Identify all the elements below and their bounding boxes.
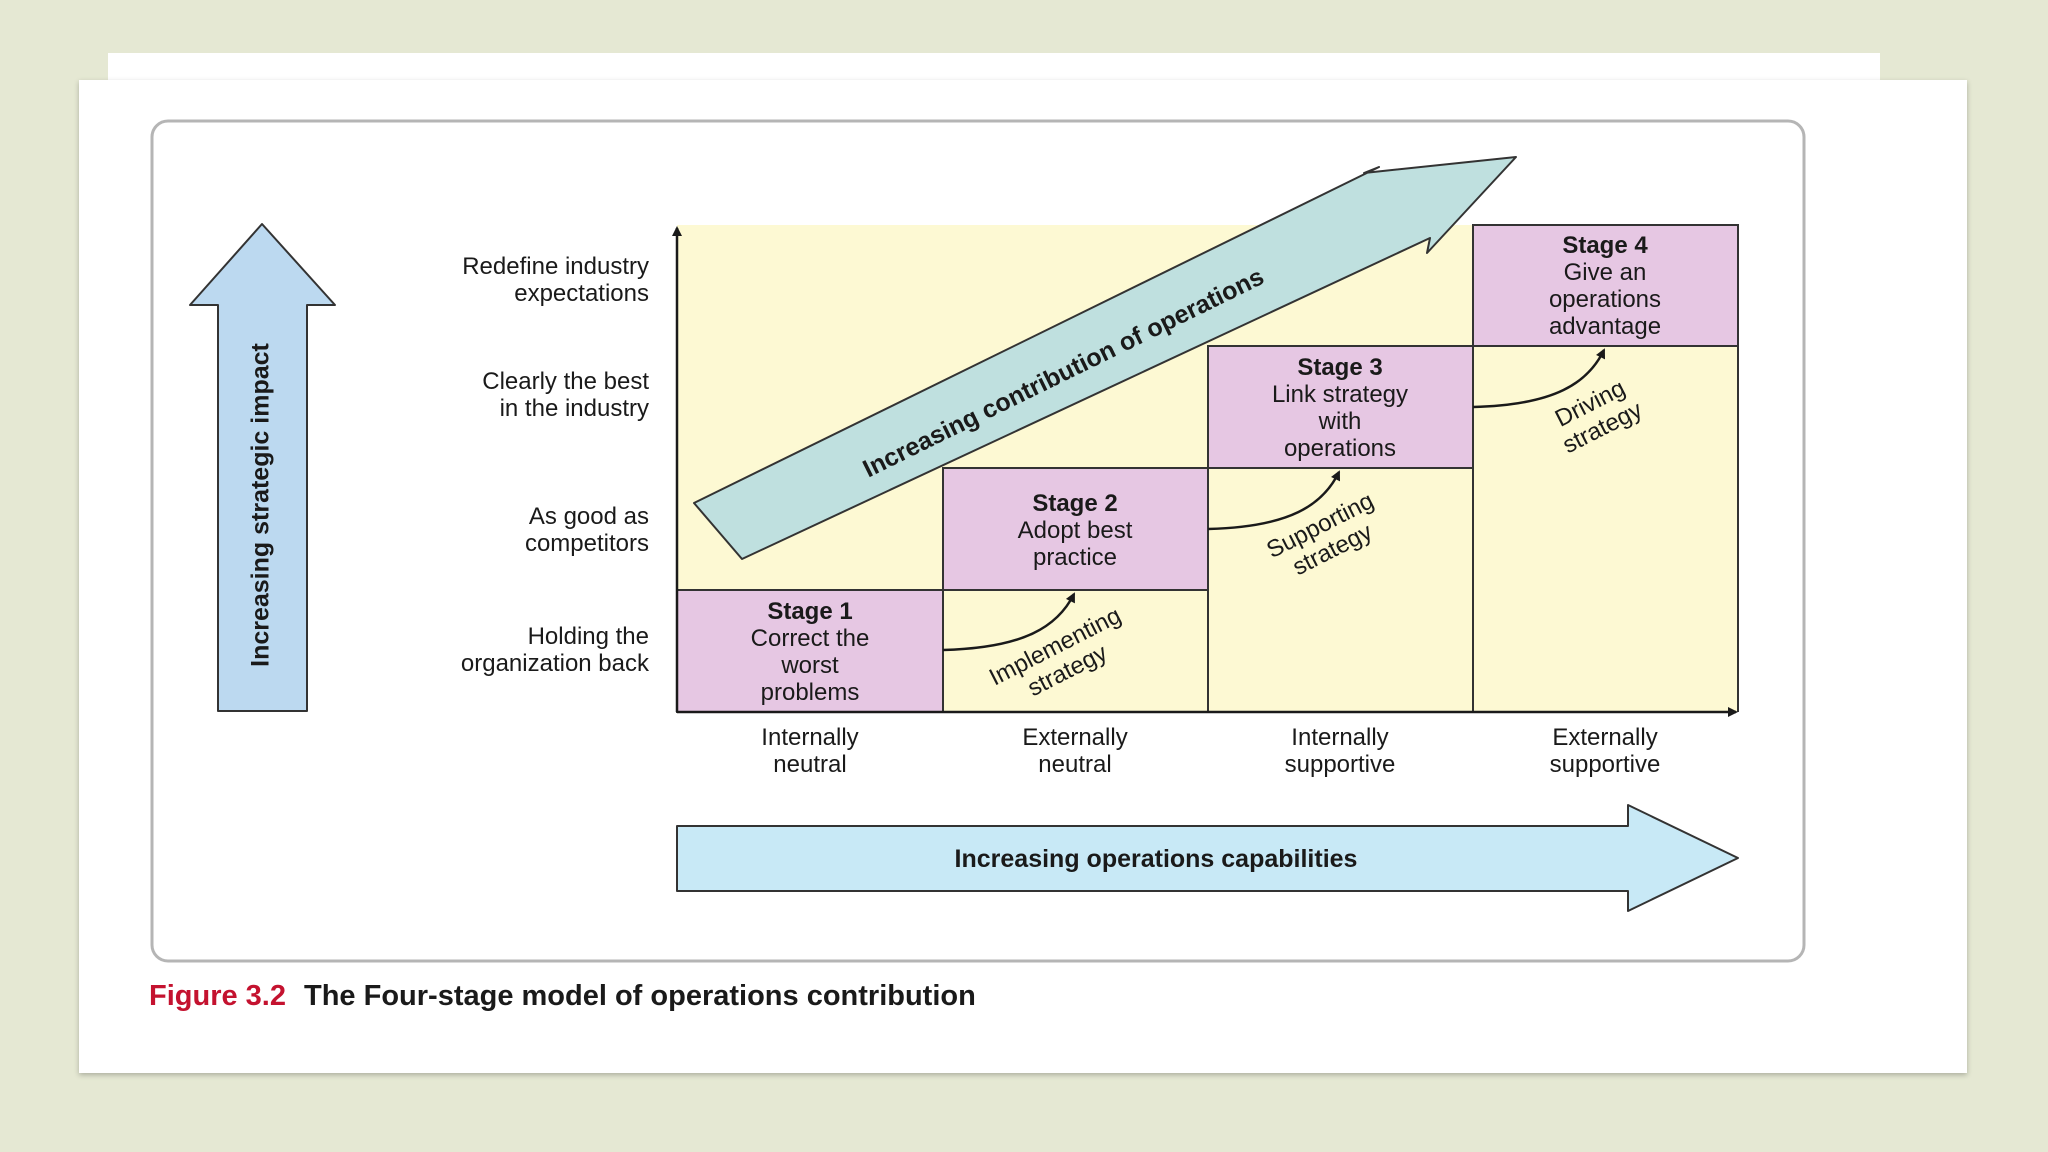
stage-1-line: problems [761,679,860,706]
figure-caption: Figure 3.2 The Four-stage model of operat… [149,980,976,1013]
x-column-label: Internally [1291,724,1388,751]
stage-4-text: Stage 4 Give an operations advantage [1549,232,1661,340]
figure-number: Figure 3.2 [149,980,286,1012]
stage-3-line: Link strategy [1272,381,1408,408]
stage-2-text: Stage 2 Adopt best practice [1018,490,1133,571]
stage-1-line: Correct the [751,625,870,652]
y-level-label: expectations [514,280,649,307]
stage-4-title: Stage 4 [1562,232,1648,259]
x-column-label: supportive [1285,751,1396,778]
stage-2-box [942,467,1209,591]
stage-3-line: with [1318,408,1362,435]
stage-1-box [676,589,944,713]
stage-2-line: practice [1033,544,1117,571]
stage-1-line: worst [780,652,839,679]
x-column-label: neutral [1038,751,1111,778]
y-level-label: As good as [529,503,649,530]
transition-arrow-1 [942,592,1076,652]
stage-1-title: Stage 1 [767,598,852,625]
figure-title: The Four-stage model of operations contr… [304,980,976,1012]
x-axis-columns: Internally neutral Externally neutral In… [761,724,1660,778]
x-column-label: supportive [1550,751,1661,778]
y-level-label: in the industry [500,395,649,422]
stage-4-box [1472,224,1739,347]
y-level-label: competitors [525,530,649,557]
stage-4-line: Give an [1564,259,1647,286]
x-column-label: neutral [773,751,846,778]
stage-3-box [1207,345,1474,469]
x-column-label: Internally [761,724,858,751]
stage-3-text: Stage 3 Link strategy with operations [1272,354,1408,462]
strategic-impact-arrow [189,223,336,712]
slide-card-tab [108,53,1880,83]
stage-2-title: Stage 2 [1032,490,1117,517]
operations-capabilities-arrow [676,804,1739,912]
strategic-impact-label: Increasing strategic impact [247,342,275,666]
stage-2-line: Adopt best [1018,517,1133,544]
stage-4-line: advantage [1549,313,1661,340]
y-axis-levels: Holding the organization back As good as… [461,253,650,677]
diagonal-contribution-arrow [693,156,1517,560]
transition-arrow-3 [1472,348,1606,409]
y-level-label: organization back [461,650,650,677]
y-level-label: Holding the [528,623,649,650]
operations-capabilities-label: Increasing operations capabilities [955,845,1358,873]
x-column-label: Externally [1022,724,1127,751]
stage-3-line: operations [1284,435,1396,462]
y-level-label: Clearly the best [482,368,649,395]
stage-3-title: Stage 3 [1297,354,1382,381]
x-column-label: Externally [1552,724,1657,751]
stage-4-line: operations [1549,286,1661,313]
transition-arrow-2 [1207,470,1341,531]
stage-1-text: Stage 1 Correct the worst problems [751,598,870,706]
y-level-label: Redefine industry [462,253,649,280]
